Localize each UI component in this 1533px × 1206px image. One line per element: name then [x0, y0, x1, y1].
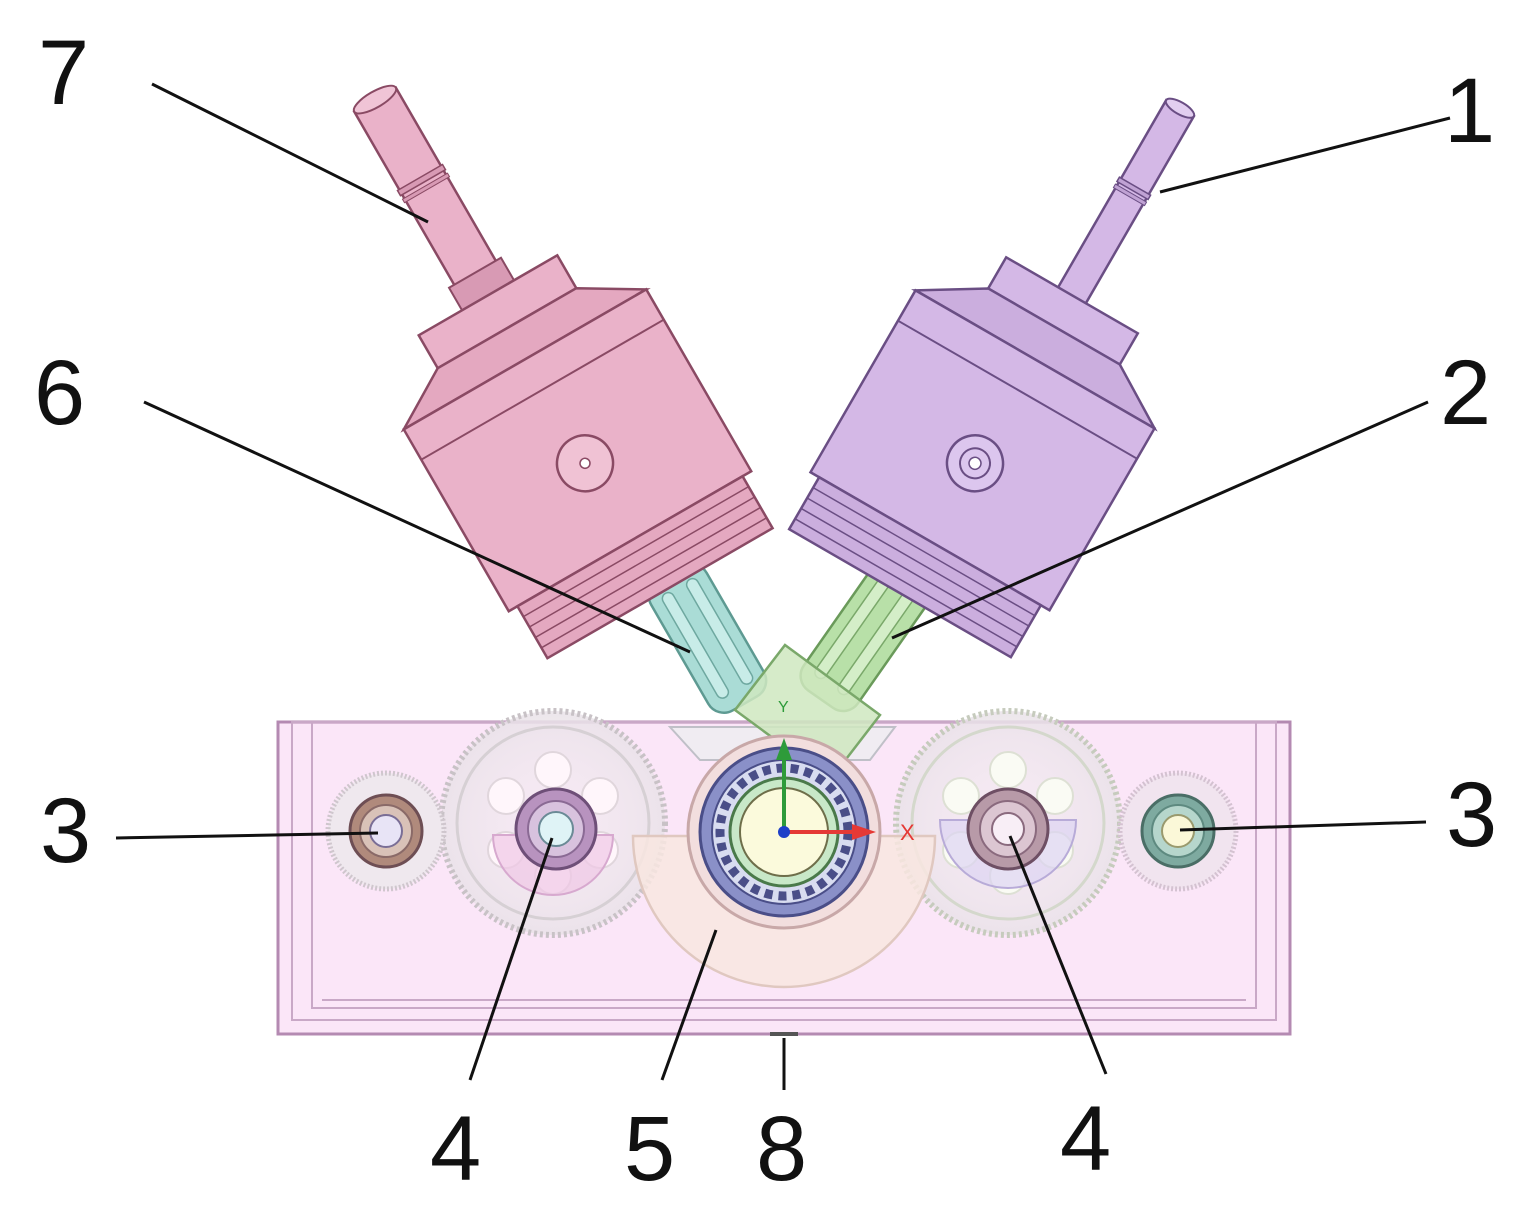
leader-4a	[468, 837, 554, 1081]
leader-4b	[1008, 835, 1108, 1075]
leader-7	[151, 82, 429, 224]
callout-7: 7	[38, 22, 89, 124]
callout-3-left: 3	[40, 780, 91, 882]
callout-labels: 7 1 6 2 3 3 4 4 5 8	[34, 22, 1497, 1200]
left-small-gear	[325, 770, 447, 892]
leader-1	[1159, 116, 1451, 194]
leader-3b	[1179, 820, 1427, 832]
callout-5: 5	[624, 1098, 675, 1200]
leader-5	[660, 929, 718, 1081]
callout-4-right: 4	[1060, 1088, 1111, 1190]
leader-3a	[115, 831, 379, 840]
leader-6	[143, 400, 691, 654]
leader-lines	[115, 82, 1451, 1090]
callout-4-left: 4	[430, 1098, 481, 1200]
right-small-gear	[1117, 770, 1239, 892]
callout-3-right: 3	[1446, 764, 1497, 866]
callout-2: 2	[1440, 342, 1491, 444]
axis-triad: Y X	[776, 699, 915, 845]
callout-6: 6	[34, 342, 85, 444]
left-drive-assembly	[352, 84, 775, 714]
axis-y-label: Y	[778, 699, 789, 716]
left-shaft-bearing	[514, 787, 598, 871]
leader-2	[891, 400, 1429, 640]
callout-1: 1	[1444, 60, 1495, 162]
axis-x-label: X	[900, 820, 915, 845]
callout-8: 8	[756, 1098, 807, 1200]
right-drive-assembly	[787, 97, 1196, 713]
right-shaft-bearing	[966, 787, 1050, 871]
